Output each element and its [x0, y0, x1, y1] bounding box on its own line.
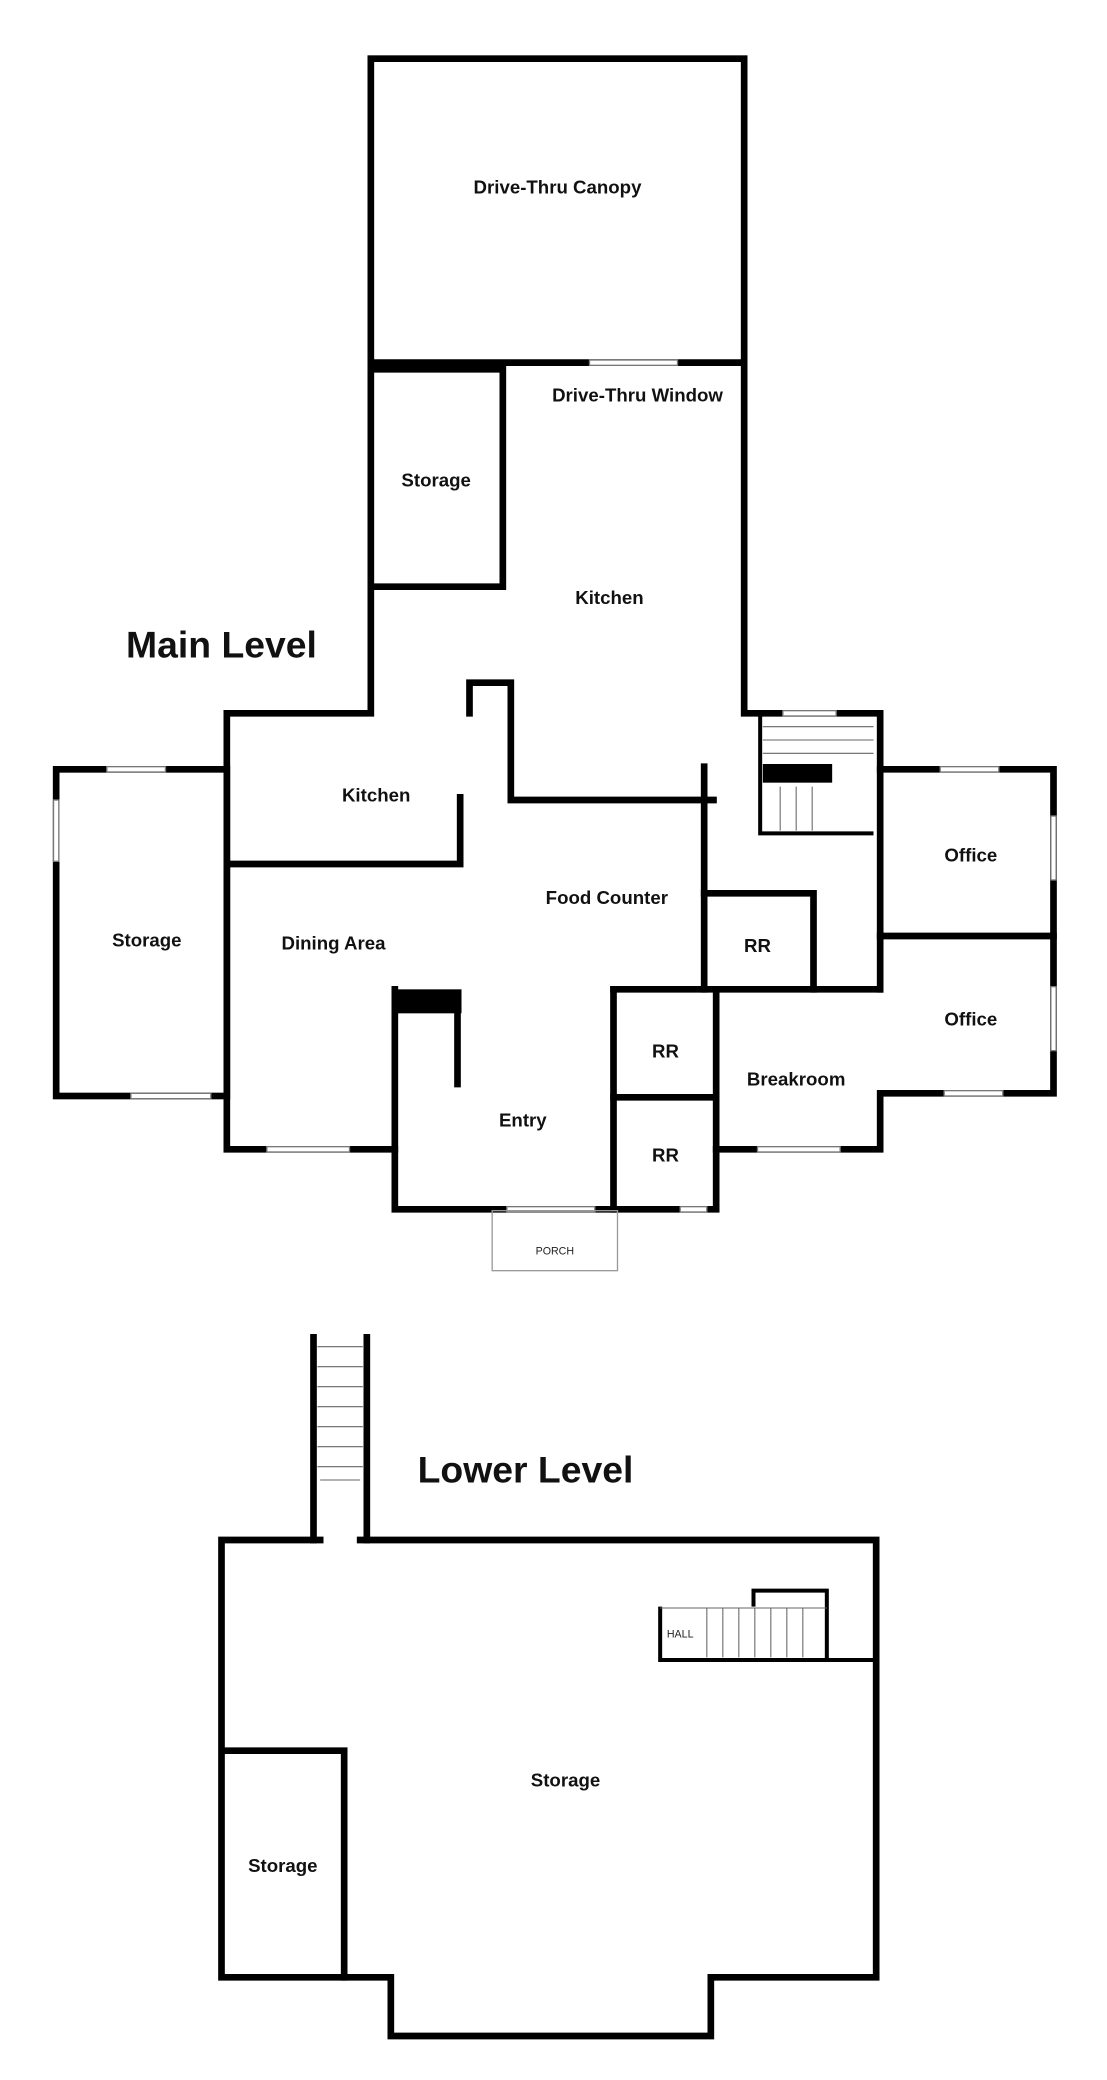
room-label-drive-thru-window: Drive-Thru Window	[552, 384, 723, 405]
room-label-rr-1: RR	[744, 935, 771, 956]
room-label-porch: PORCH	[536, 1246, 574, 1258]
main-level-walls	[52, 359, 1057, 1213]
room-label-canopy: Drive-Thru Canopy	[474, 176, 643, 197]
room-label-rr-3: RR	[652, 1144, 679, 1165]
room-label-dining: Dining Area	[281, 932, 386, 953]
room-label-kitchen-small: Kitchen	[342, 784, 410, 805]
room-label-lower-storage: Storage	[531, 1770, 600, 1791]
room-label-hall: HALL	[667, 1628, 694, 1640]
drive-thru-canopy	[367, 55, 748, 366]
room-label-storage: Storage	[401, 470, 470, 491]
room-label-rr-2: RR	[652, 1040, 679, 1061]
hall-stairs	[660, 1607, 827, 1658]
porch	[491, 1209, 619, 1272]
room-label-breakroom: Breakroom	[747, 1068, 846, 1089]
room-label-storage-left: Storage	[112, 930, 181, 951]
room-label-office-1: Office	[944, 844, 997, 865]
room-label-food-counter: Food Counter	[546, 887, 668, 908]
main-level-title: Main Level	[126, 623, 317, 665]
lower-level-walls	[218, 1334, 880, 2040]
lower-stairs	[317, 1346, 363, 1481]
main-stairs	[762, 726, 874, 831]
room-label-kitchen: Kitchen	[575, 587, 643, 608]
lower-level-title: Lower Level	[418, 1449, 634, 1491]
room-label-entry: Entry	[499, 1110, 547, 1131]
room-label-office-2: Office	[944, 1008, 997, 1029]
room-label-lower-storage-small: Storage	[248, 1855, 317, 1876]
